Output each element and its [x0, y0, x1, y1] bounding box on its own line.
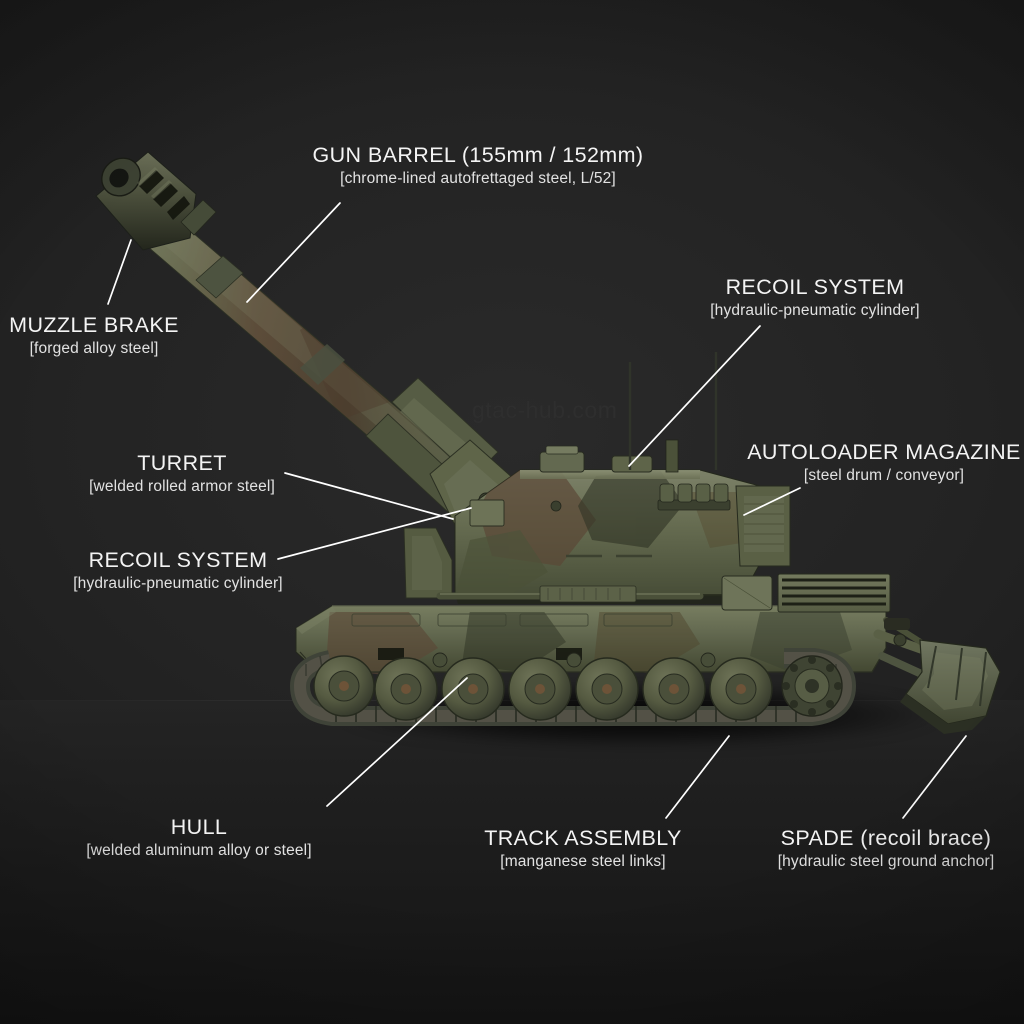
watermark: gtac-hub.com	[472, 397, 618, 423]
annotation-spade: SPADE (recoil brace) [hydraulic steel gro…	[777, 826, 995, 873]
annotation-recoil-system-upper: RECOIL SYSTEM [hydraulic-pneumatic cylind…	[710, 275, 920, 322]
turret-vent-stack	[665, 439, 679, 473]
annotation-title: RECOIL SYSTEM	[88, 548, 268, 572]
annotation-subtitle: [manganese steel links]	[500, 852, 666, 870]
hydraulic-ram	[884, 618, 910, 630]
spade-recoil-brace	[873, 617, 1001, 734]
vision-block	[550, 500, 562, 512]
muzzle-brake	[95, 151, 217, 251]
annotation-recoil-system-lower: RECOIL SYSTEM [hydraulic-pneumatic cylind…	[73, 548, 283, 595]
annotation-subtitle: [steel drum / conveyor]	[803, 466, 965, 484]
annotation-title: MUZZLE BRAKE	[9, 313, 179, 337]
annotation-title: HULL	[170, 815, 228, 839]
turret-side-hatch	[469, 499, 505, 527]
engine-deck-louvers	[777, 573, 891, 613]
annotation-muzzle-brake: MUZZLE BRAKE [forged alloy steel]	[9, 313, 179, 360]
annotation-title: GUN BARREL (155mm / 152mm)	[312, 143, 644, 167]
annotation-title: TRACK ASSEMBLY	[484, 826, 682, 850]
annotation-gun-barrel: GUN BARREL (155mm / 152mm) [chrome-lined …	[312, 143, 644, 190]
loader-hatch	[611, 455, 653, 473]
annotation-title: SPADE (recoil brace)	[780, 826, 992, 850]
annotation-turret: TURRET [welded rolled armor steel]	[89, 451, 275, 498]
annotation-title: AUTOLOADER MAGAZINE	[747, 440, 1021, 464]
annotation-autoloader-magazine: AUTOLOADER MAGAZINE [steel drum / conveyo…	[747, 440, 1021, 487]
annotation-subtitle: [hydraulic-pneumatic cylinder]	[73, 574, 283, 592]
annotation-subtitle: [welded rolled armor steel]	[89, 477, 275, 495]
annotation-track-assembly: TRACK ASSEMBLY [manganese steel links]	[484, 826, 682, 873]
annotation-subtitle: [hydraulic-pneumatic cylinder]	[710, 301, 920, 319]
hull-stowage-box	[539, 585, 637, 603]
annotation-title: TURRET	[137, 451, 227, 475]
annotation-subtitle: [chrome-lined autofrettaged steel, L/52]	[340, 169, 616, 187]
annotation-subtitle: [forged alloy steel]	[29, 339, 159, 357]
drive-sprocket	[781, 655, 843, 717]
autoloader-magazine-box	[735, 485, 791, 567]
annotation-subtitle: [hydraulic steel ground anchor]	[777, 852, 995, 870]
idler-wheel	[313, 655, 375, 717]
annotation-subtitle: [welded aluminum alloy or steel]	[86, 841, 312, 859]
commander-hatch	[539, 451, 585, 473]
annotation-title: RECOIL SYSTEM	[725, 275, 905, 299]
annotation-hull: HULL [welded aluminum alloy or steel]	[86, 815, 312, 862]
